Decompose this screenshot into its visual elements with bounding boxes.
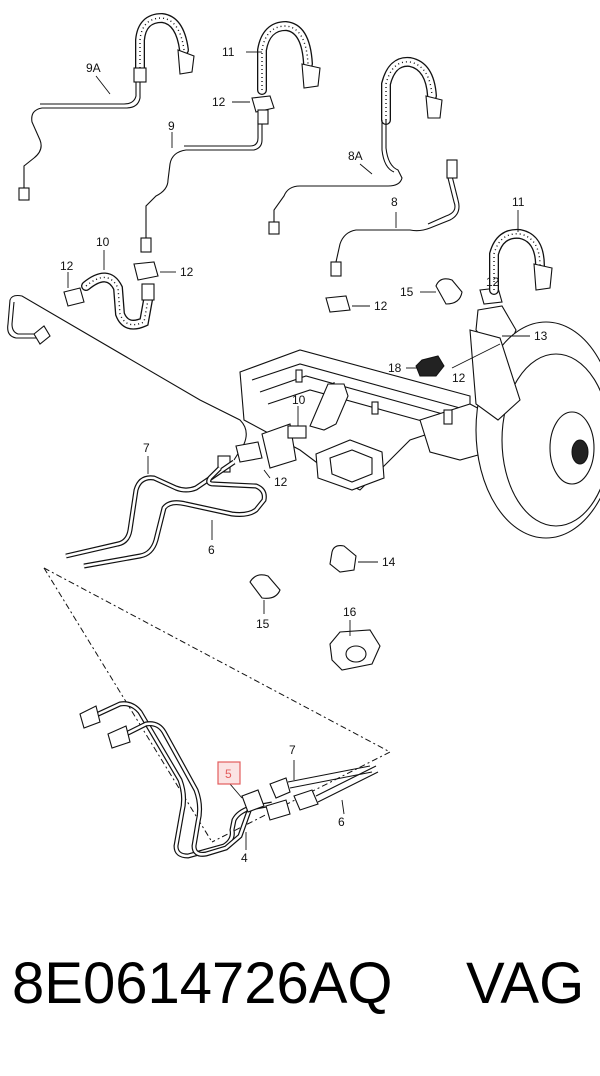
clip-15b xyxy=(249,574,281,599)
brake-pipe-left-loop xyxy=(7,294,247,461)
fitting-lower-left xyxy=(79,705,101,729)
callout-15-top: 15 xyxy=(400,285,414,299)
brand-name: VAG xyxy=(466,951,585,1016)
brake-pipe-4-lower xyxy=(92,701,273,859)
callout-11-top: 11 xyxy=(222,45,235,59)
callout-12-right: 12 xyxy=(486,275,500,289)
leader-lines xyxy=(67,51,530,850)
bracket-12g xyxy=(235,441,263,463)
brake-pipe-9a xyxy=(23,82,141,190)
brake-pipe-6-lower xyxy=(315,765,377,797)
callout-12-top: 12 xyxy=(212,95,226,109)
part-number: 8E0614726AQ xyxy=(12,951,393,1016)
callout-labels: 9A 11 12 9 8A 8 11 10 12 12 15 12 12 13 … xyxy=(60,45,548,865)
callout-4: 4 xyxy=(241,851,248,865)
brake-hose-8a-top xyxy=(381,56,443,125)
rear-axle-subframe xyxy=(239,349,501,491)
brake-hose-9a-top xyxy=(133,12,195,83)
wheel-hub-disc xyxy=(469,321,600,539)
brake-pipe-9 xyxy=(145,120,263,240)
callout-11-right: 11 xyxy=(512,195,525,209)
callout-18: 18 xyxy=(388,361,402,375)
routing-outline xyxy=(43,567,392,843)
clip-14 xyxy=(329,545,357,573)
callout-7-upper: 7 xyxy=(143,441,150,455)
footer: 8E0614726AQ VAG xyxy=(0,950,600,1040)
callout-8: 8 xyxy=(391,195,398,209)
bracket-12b xyxy=(63,287,85,307)
callout-12-left: 12 xyxy=(60,259,74,273)
hose-10-center-fitting xyxy=(309,383,349,431)
callout-12-center: 12 xyxy=(180,265,194,279)
brake-line-exploded-diagram: 9A 11 12 9 8A 8 11 10 12 12 15 12 12 13 … xyxy=(7,12,600,865)
brake-pipe-8a xyxy=(273,120,403,224)
callout-12-lower: 12 xyxy=(274,475,288,489)
brake-hose-11-top xyxy=(257,20,321,95)
union-nut-5 xyxy=(241,789,265,813)
callout-10-center: 10 xyxy=(292,393,306,407)
callout-6-upper: 6 xyxy=(208,543,215,557)
highlight-box-5 xyxy=(217,761,241,785)
callout-12-mid: 12 xyxy=(374,299,388,313)
callout-10-left: 10 xyxy=(96,235,110,249)
callout-13: 13 xyxy=(534,329,548,343)
callout-15-lower: 15 xyxy=(256,617,270,631)
callout-9A: 9A xyxy=(86,61,101,75)
callout-6-lower: 6 xyxy=(338,815,345,829)
brake-pipe-8 xyxy=(335,175,460,263)
brake-hose-10-left xyxy=(81,272,155,330)
brake-pipe-6-upper xyxy=(83,466,267,569)
nut-18 xyxy=(415,355,445,377)
brake-hose-11-right xyxy=(489,228,553,295)
brake-pipe-5-lower xyxy=(124,721,253,857)
callout-14: 14 xyxy=(382,555,396,569)
callout-12-lower-right: 12 xyxy=(452,371,466,385)
clip-15a xyxy=(435,278,463,305)
callout-8A: 8A xyxy=(348,149,363,163)
brake-pipe-7-lower xyxy=(287,765,371,783)
callout-9: 9 xyxy=(168,119,175,133)
callout-16: 16 xyxy=(343,605,357,619)
brake-pipe-7-upper xyxy=(65,459,236,559)
bracket-12a xyxy=(251,95,275,113)
callout-7-lower: 7 xyxy=(289,743,296,757)
bracket-12c xyxy=(133,261,159,281)
callout-5: 5 xyxy=(225,767,232,781)
bracket-12d xyxy=(325,295,351,313)
